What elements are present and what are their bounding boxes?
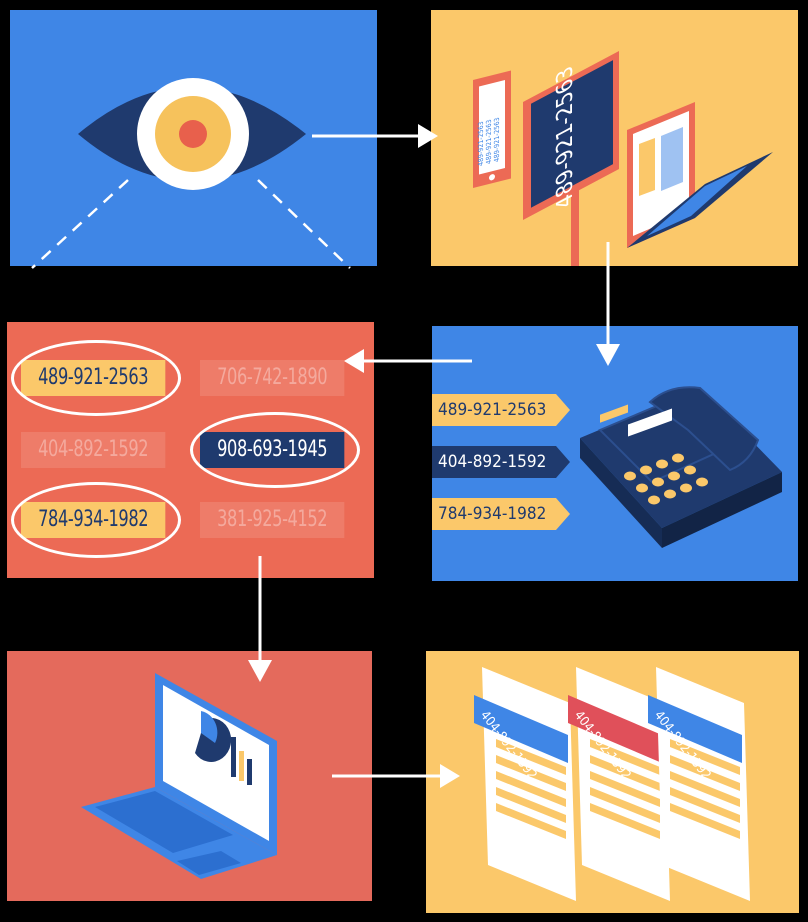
keypad-button	[656, 459, 668, 469]
analytics-laptop-icon	[81, 673, 277, 879]
arrow-tip	[556, 394, 570, 426]
keypad-button	[664, 489, 676, 499]
dialed-number: 404-892-1592	[432, 446, 556, 478]
keypad-button	[652, 477, 664, 487]
document-page: 404-892-1592	[568, 667, 670, 901]
arrow-tip	[556, 498, 570, 530]
tablet-line: 489-921-2563	[484, 119, 493, 166]
keypad-button	[672, 453, 684, 463]
arrow-tip	[556, 446, 570, 478]
tablet-line: 489-921-2563	[492, 117, 501, 164]
keypad-button	[684, 465, 696, 475]
selection-ring	[11, 482, 181, 558]
selection-ring	[11, 340, 181, 416]
laptop-icon	[627, 102, 773, 248]
billboard-number: 489-921-2563	[551, 61, 577, 215]
analytics-panel	[7, 651, 372, 901]
keypad-button	[640, 465, 652, 475]
keypad-button	[696, 477, 708, 487]
keypad-button	[624, 471, 636, 481]
eye-panel	[10, 10, 377, 269]
billboard-icon: 489-921-2563	[523, 50, 619, 220]
keypad-button	[648, 495, 660, 505]
dialed-number: 784-934-1982	[432, 498, 556, 530]
phone-panel: 489-921-2563 404-892-1592 784-934-1982	[432, 326, 798, 581]
eye-icon	[31, 78, 351, 269]
keypad-button	[636, 483, 648, 493]
phone-number: 404-892-1592	[21, 432, 166, 468]
keypad-button	[668, 471, 680, 481]
phone-number: 381-925-4152	[200, 502, 345, 538]
tablet-line: 489-921-2563	[476, 120, 485, 167]
keypad-button	[680, 483, 692, 493]
document-page: 404-892-1592	[474, 667, 576, 901]
selection-ring	[190, 412, 360, 488]
documents-panel: 404-892-1592 404-892-1592 404-892-1592	[426, 651, 799, 913]
document-page: 404-892-1592	[648, 667, 750, 901]
dialed-number: 489-921-2563	[432, 394, 556, 426]
phone-icon	[580, 386, 782, 548]
phone-number: 706-742-1890	[200, 360, 345, 396]
